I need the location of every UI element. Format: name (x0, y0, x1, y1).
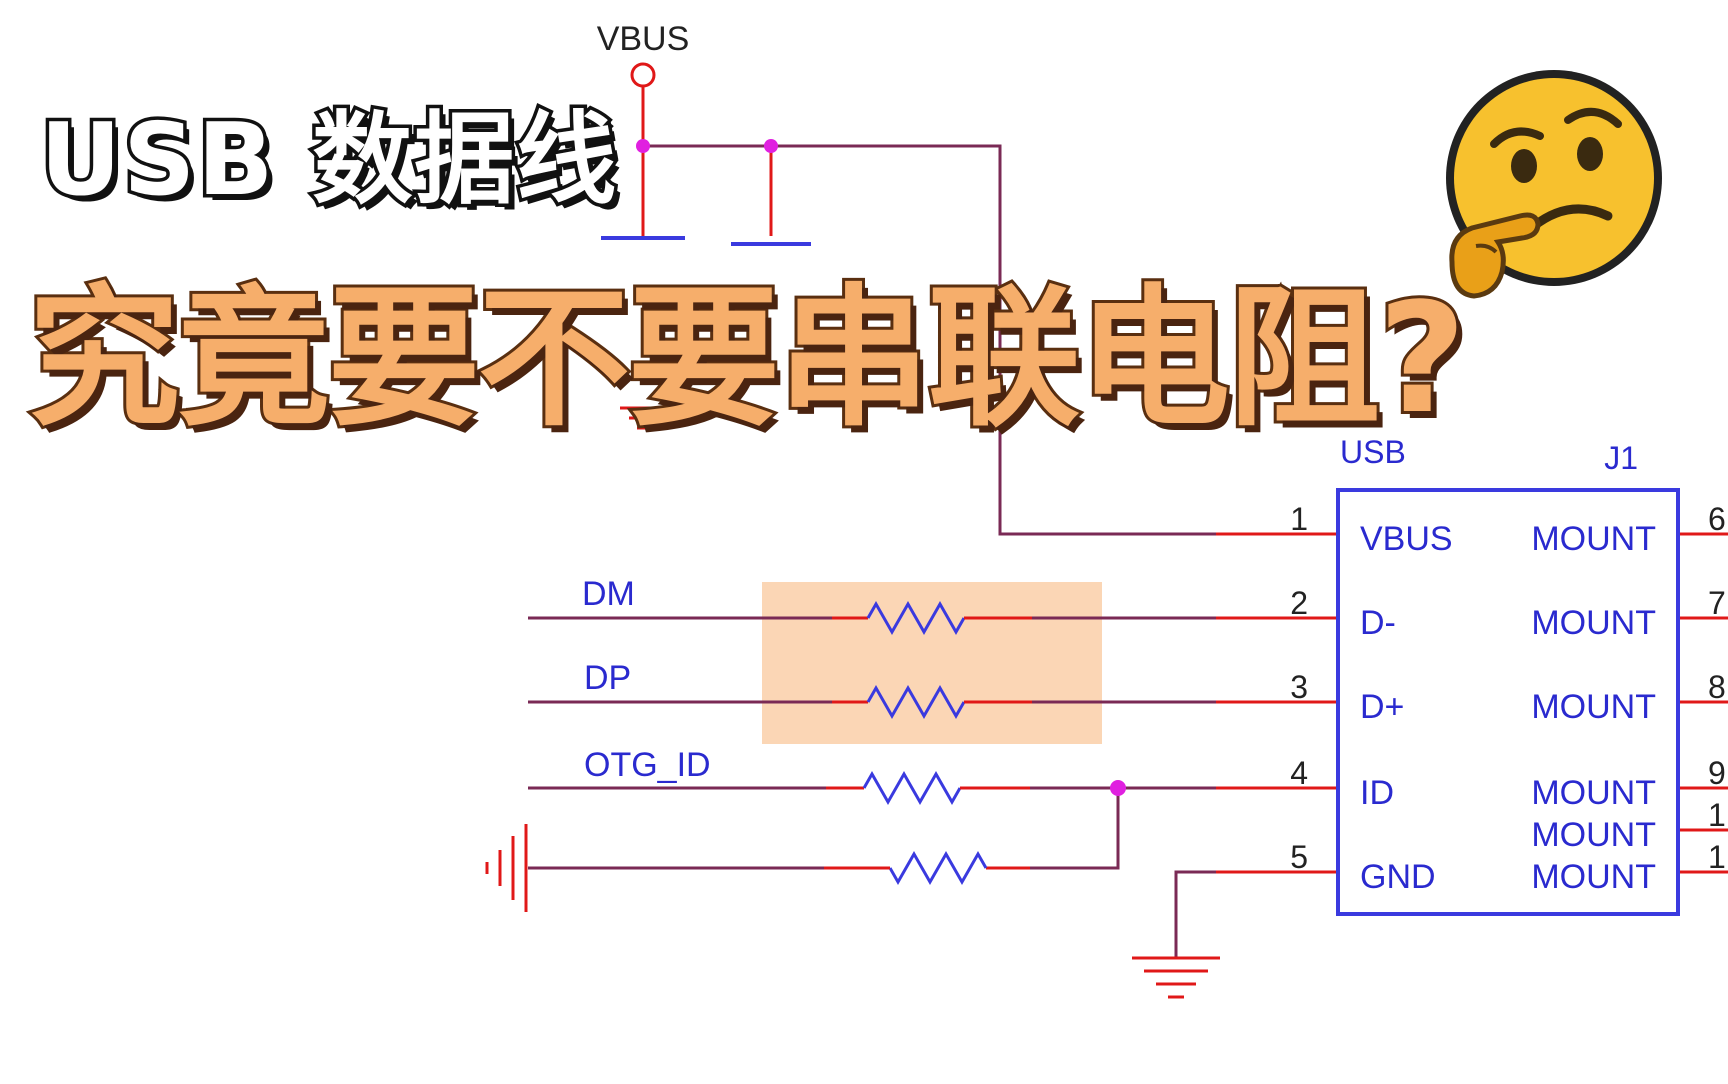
junction-dot-vbus-2 (764, 139, 778, 153)
title-line-1: USB 数据线 (36, 98, 619, 222)
thinking-face-icon (1446, 70, 1662, 299)
net-label-dm: DM (582, 575, 635, 613)
pin-name-d-plus: D+ (1360, 688, 1404, 726)
junction-dot-vbus-1 (636, 139, 650, 153)
pin-name-mount-9: MOUNT (1531, 774, 1656, 812)
vbus-source-symbol (630, 62, 656, 88)
dm-net (528, 600, 1222, 636)
left-pin-names: VBUS D- D+ ID GND (1360, 520, 1453, 896)
vbus-rail (643, 144, 1222, 536)
id-pulldown-net (528, 788, 1120, 886)
pin-name-id: ID (1360, 774, 1394, 812)
connector-right-pin-stubs (1678, 532, 1728, 874)
pin-number-3: 3 (1290, 669, 1308, 705)
pin-number-2: 2 (1290, 585, 1308, 621)
pin-number-6: 6 (1708, 501, 1726, 537)
gnd-ground-symbol (1132, 956, 1220, 999)
pin-name-vbus: VBUS (1360, 520, 1453, 558)
title-line-2: 究竟要不要串联电阻? (25, 267, 1469, 450)
decoupling-capacitors (601, 146, 811, 246)
pin-name-mount-8: MOUNT (1531, 688, 1656, 726)
junction-dot-id (1110, 780, 1126, 796)
left-pin-numbers: 1 2 3 4 5 (1290, 501, 1308, 875)
pin-name-d-minus: D- (1360, 604, 1396, 642)
right-pin-numbers: 6 7 8 9 1 1 (1708, 501, 1726, 875)
pin-number-7: 7 (1708, 585, 1726, 621)
pin-name-mount-6: MOUNT (1531, 520, 1656, 558)
pin-name-mount-7: MOUNT (1531, 604, 1656, 642)
cap-ground-symbol (620, 406, 666, 430)
pin-name-mount-10: MOUNT (1531, 816, 1656, 854)
pin-number-1: 1 (1290, 501, 1308, 537)
connector-designator: J1 (1604, 440, 1638, 476)
pin-number-8: 8 (1708, 669, 1726, 705)
net-label-otg-id: OTG_ID (584, 746, 711, 784)
pin-name-gnd: GND (1360, 858, 1436, 896)
pin-number-11: 1 (1708, 839, 1726, 875)
connector-left-pin-stubs (1216, 532, 1338, 874)
gnd-net (1174, 870, 1222, 958)
pin-name-mount-11: MOUNT (1531, 858, 1656, 896)
pin-number-4: 4 (1290, 755, 1308, 791)
net-label-dp: DP (584, 659, 631, 697)
dp-net (528, 684, 1222, 720)
pin-number-5: 5 (1290, 839, 1308, 875)
pin-number-9: 9 (1708, 755, 1726, 791)
resistor-highlight-box (762, 582, 1102, 744)
vbus-top-label: VBUS (597, 20, 690, 58)
pin-number-10: 1 (1708, 797, 1726, 833)
usb-connector-body (1336, 488, 1680, 916)
left-ground-symbol (485, 824, 528, 912)
right-pin-names: MOUNT MOUNT MOUNT MOUNT MOUNT MOUNT (1531, 520, 1656, 896)
connector-type-label: USB (1340, 434, 1406, 470)
